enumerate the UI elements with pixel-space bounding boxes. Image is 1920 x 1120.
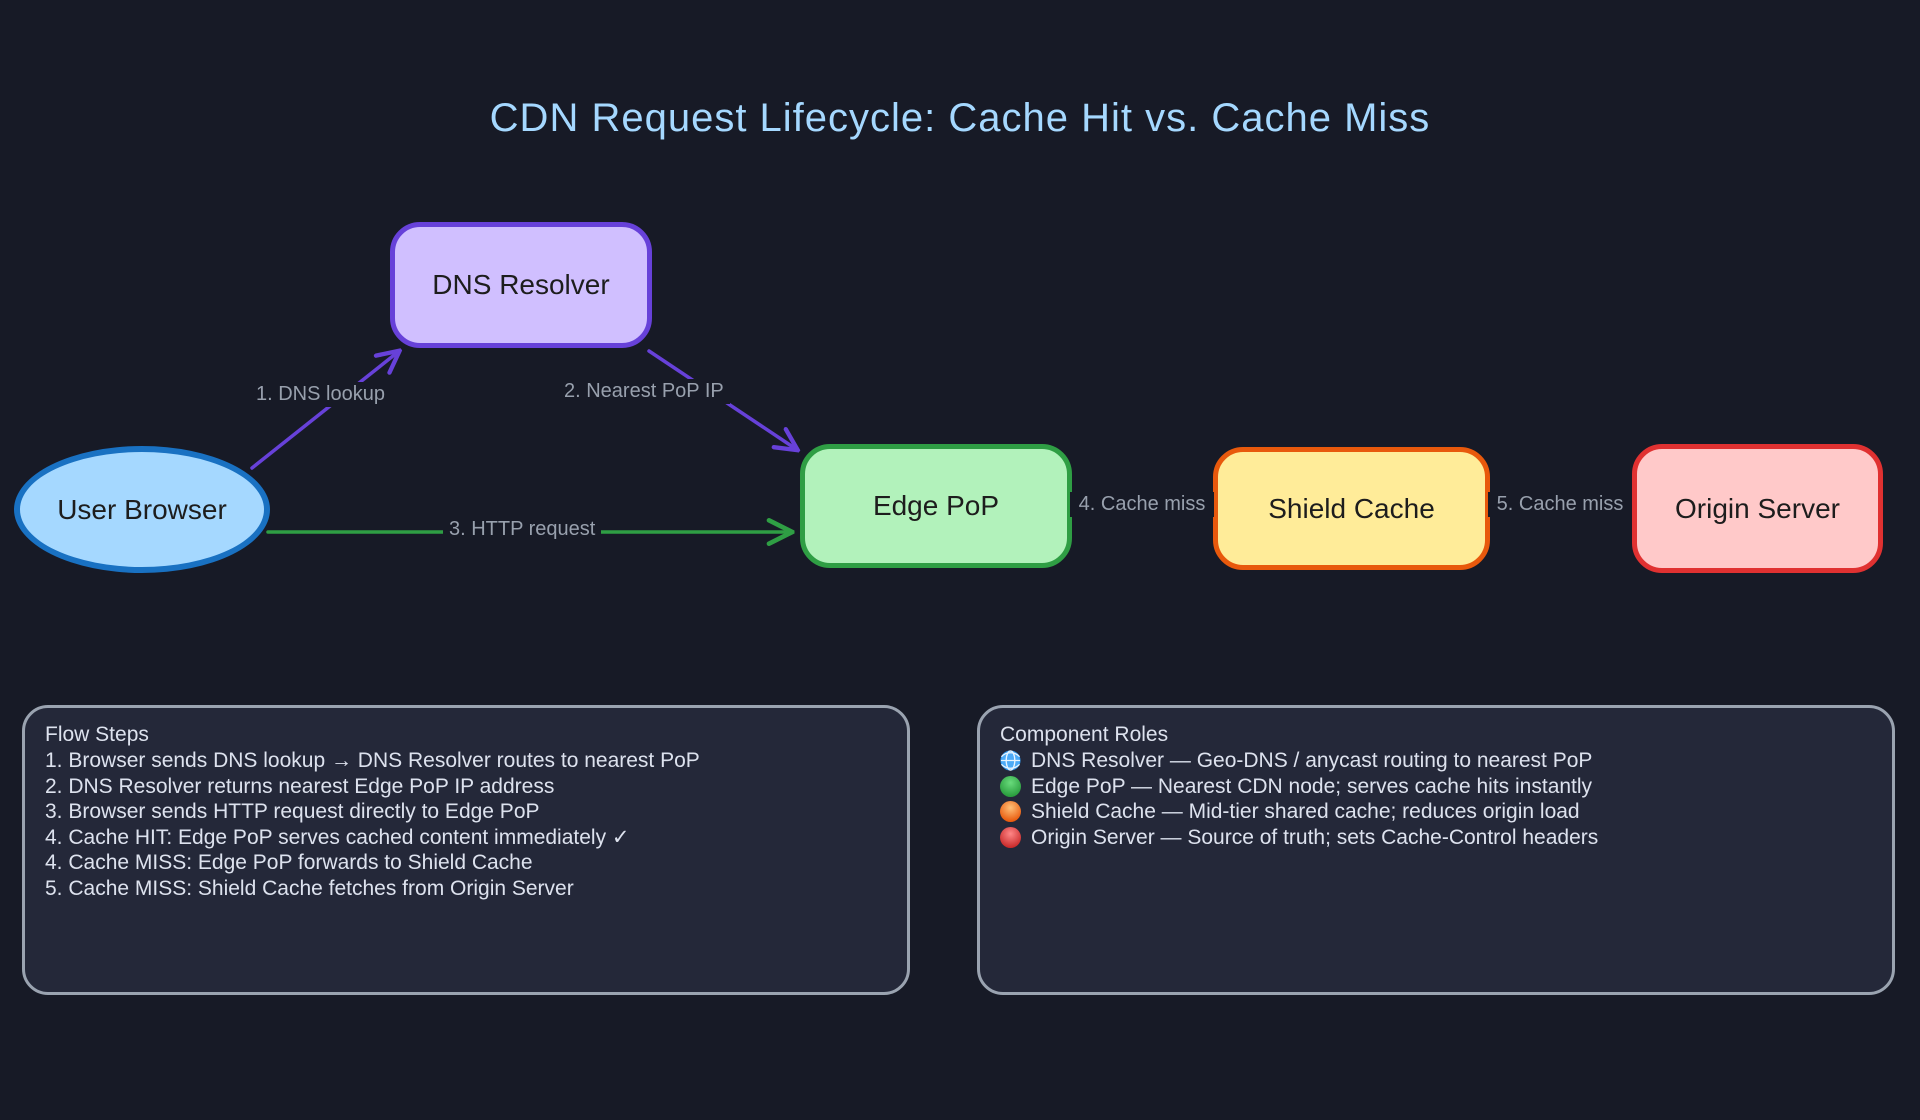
role-row-shield-cache: Shield Cache — Mid-tier shared cache; re… [1000, 799, 1872, 825]
edge-label-http-request: 3. HTTP request [443, 517, 602, 542]
role-text-origin-server: Origin Server — Source of truth; sets Ca… [1031, 825, 1599, 849]
node-origin-server-label: Origin Server [1675, 492, 1840, 524]
node-dns-resolver: DNS Resolver [390, 222, 652, 348]
node-shield-cache: Shield Cache [1213, 447, 1490, 570]
green-dot-icon [1000, 775, 1021, 797]
flow-step: 1. Browser sends DNS lookup → DNS Resolv… [45, 749, 700, 772]
edge-label-dns-lookup: 1. DNS lookup [250, 382, 391, 407]
edge-label-cache-miss-4: 4. Cache miss [1070, 492, 1214, 517]
flow-steps-title: Flow Steps [45, 723, 149, 746]
component-roles-title: Component Roles [1000, 723, 1169, 746]
red-dot-icon [1000, 826, 1021, 848]
flow-steps-panel: Flow Steps 1. Browser sends DNS lookup →… [22, 705, 910, 995]
flow-step: 4. Cache MISS: Edge PoP forwards to Shie… [45, 851, 533, 874]
diagram-title: CDN Request Lifecycle: Cache Hit vs. Cac… [489, 96, 1431, 140]
node-user-browser-label: User Browser [57, 493, 227, 525]
role-row-origin-server: Origin Server — Source of truth; sets Ca… [1000, 825, 1872, 851]
role-text-edge-pop: Edge PoP — Nearest CDN node; serves cach… [1031, 774, 1593, 798]
role-text-dns-resolver: DNS Resolver — Geo-DNS / anycast routing… [1031, 749, 1593, 772]
component-roles-panel: Component Roles DNS Resolver — Geo-DNS /… [977, 705, 1895, 995]
flow-step: 5. Cache MISS: Shield Cache fetches from… [45, 876, 574, 900]
edge-label-nearest-pop-ip: 2. Nearest PoP IP [558, 379, 730, 404]
node-dns-resolver-label: DNS Resolver [432, 269, 610, 300]
role-row-dns-resolver: DNS Resolver — Geo-DNS / anycast routing… [1000, 748, 1872, 774]
flow-step: 2. DNS Resolver returns nearest Edge PoP… [45, 774, 555, 798]
node-edge-pop: Edge PoP [800, 444, 1072, 568]
flow-step: 4. Cache HIT: Edge PoP serves cached con… [45, 825, 630, 849]
edge-label-cache-miss-5: 5. Cache miss [1488, 492, 1632, 517]
role-text-shield-cache: Shield Cache — Mid-tier shared cache; re… [1031, 800, 1580, 823]
node-origin-server: Origin Server [1632, 444, 1883, 573]
node-edge-pop-label: Edge PoP [872, 490, 1000, 521]
orange-dot-icon [1000, 801, 1021, 823]
flow-step: 3. Browser sends HTTP request directly t… [45, 800, 540, 823]
node-user-browser: User Browser [14, 446, 270, 573]
arrow-dns-lookup [250, 352, 398, 470]
role-row-edge-pop: Edge PoP — Nearest CDN node; serves cach… [1000, 774, 1872, 800]
globe-icon [1000, 750, 1021, 771]
node-shield-cache-label: Shield Cache [1268, 492, 1435, 524]
